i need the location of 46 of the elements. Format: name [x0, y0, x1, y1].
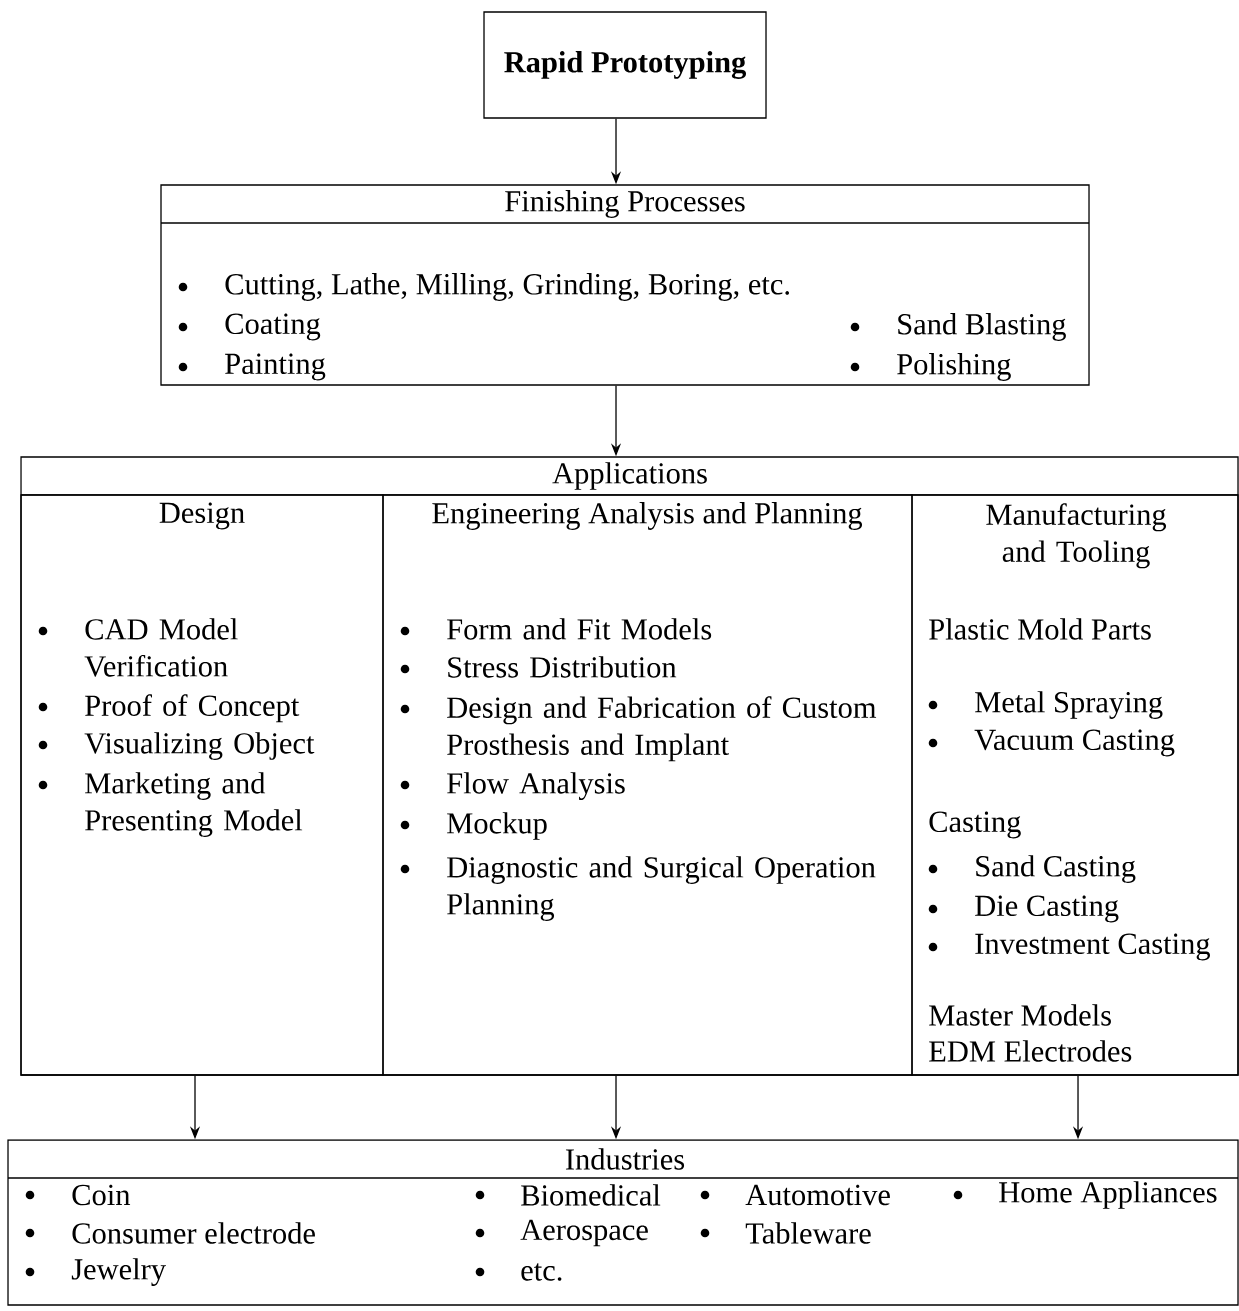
- heading: Rapid Prototyping: [504, 51, 747, 79]
- list-item: Investment Casting: [928, 933, 1210, 961]
- text-label: EDM Electrodes: [929, 1040, 1132, 1062]
- list-item: Form and Fit Models: [400, 618, 712, 640]
- list-item: Metal Spraying: [928, 691, 1163, 719]
- list-item: CAD Model Verification: [38, 618, 238, 677]
- heading: Manufacturing and Tooling: [986, 503, 1167, 569]
- column-box: [20, 494, 384, 1076]
- list-item: Consumer electrode: [25, 1222, 315, 1244]
- list-item: Coating: [178, 313, 321, 341]
- list-item: Coin: [25, 1184, 131, 1206]
- list-item: Visualizing Object: [38, 732, 315, 760]
- text-label: Casting: [929, 811, 1021, 839]
- list-item: Home Appliances: [953, 1181, 1217, 1209]
- list-item: Biomedical: [475, 1184, 661, 1206]
- heading: Engineering Analysis and Planning: [432, 502, 863, 530]
- heading: Design: [159, 502, 245, 530]
- list-item: Flow Analysis: [400, 772, 625, 800]
- process-box: [160, 184, 1090, 386]
- list-item: Sand Casting: [928, 855, 1136, 883]
- list-item: Jewelry: [25, 1258, 166, 1286]
- list-item: Painting: [178, 353, 326, 381]
- list-item: Vacuum Casting: [928, 729, 1175, 757]
- list-item: Mockup: [400, 812, 547, 840]
- list-item: Design and Fabrication of Custom Prosthesis and Implant: [400, 696, 877, 762]
- heading: Applications: [552, 462, 707, 490]
- heading: Industries: [565, 1148, 685, 1170]
- column-box: [382, 494, 913, 1076]
- list-item: Diagnostic and Surgical Operation Planning: [400, 856, 876, 921]
- list-item: Die Casting: [928, 895, 1119, 923]
- list-item: Tableware: [700, 1222, 871, 1244]
- heading: Finishing Processes: [505, 190, 745, 218]
- text-label: Plastic Mold Parts: [929, 618, 1151, 640]
- industries-box: [7, 1139, 1239, 1306]
- list-item: Proof of Concept: [38, 694, 300, 723]
- list-item: Sand Blasting: [850, 313, 1066, 341]
- title-box: [483, 11, 767, 119]
- list-item: Polishing: [850, 353, 1011, 381]
- list-item: etc.: [475, 1263, 562, 1281]
- list-item: Automotive: [700, 1184, 890, 1206]
- list-item: Stress Distribution: [400, 656, 677, 678]
- column-box: [911, 494, 1239, 1076]
- list-item: Cutting, Lathe, Milling, Grinding, Boring, etc.: [178, 273, 789, 301]
- text-label: Master Models: [929, 1004, 1111, 1026]
- list-item: Aerospace: [475, 1219, 648, 1247]
- list-item: Marketing and Presenting Model: [38, 772, 303, 837]
